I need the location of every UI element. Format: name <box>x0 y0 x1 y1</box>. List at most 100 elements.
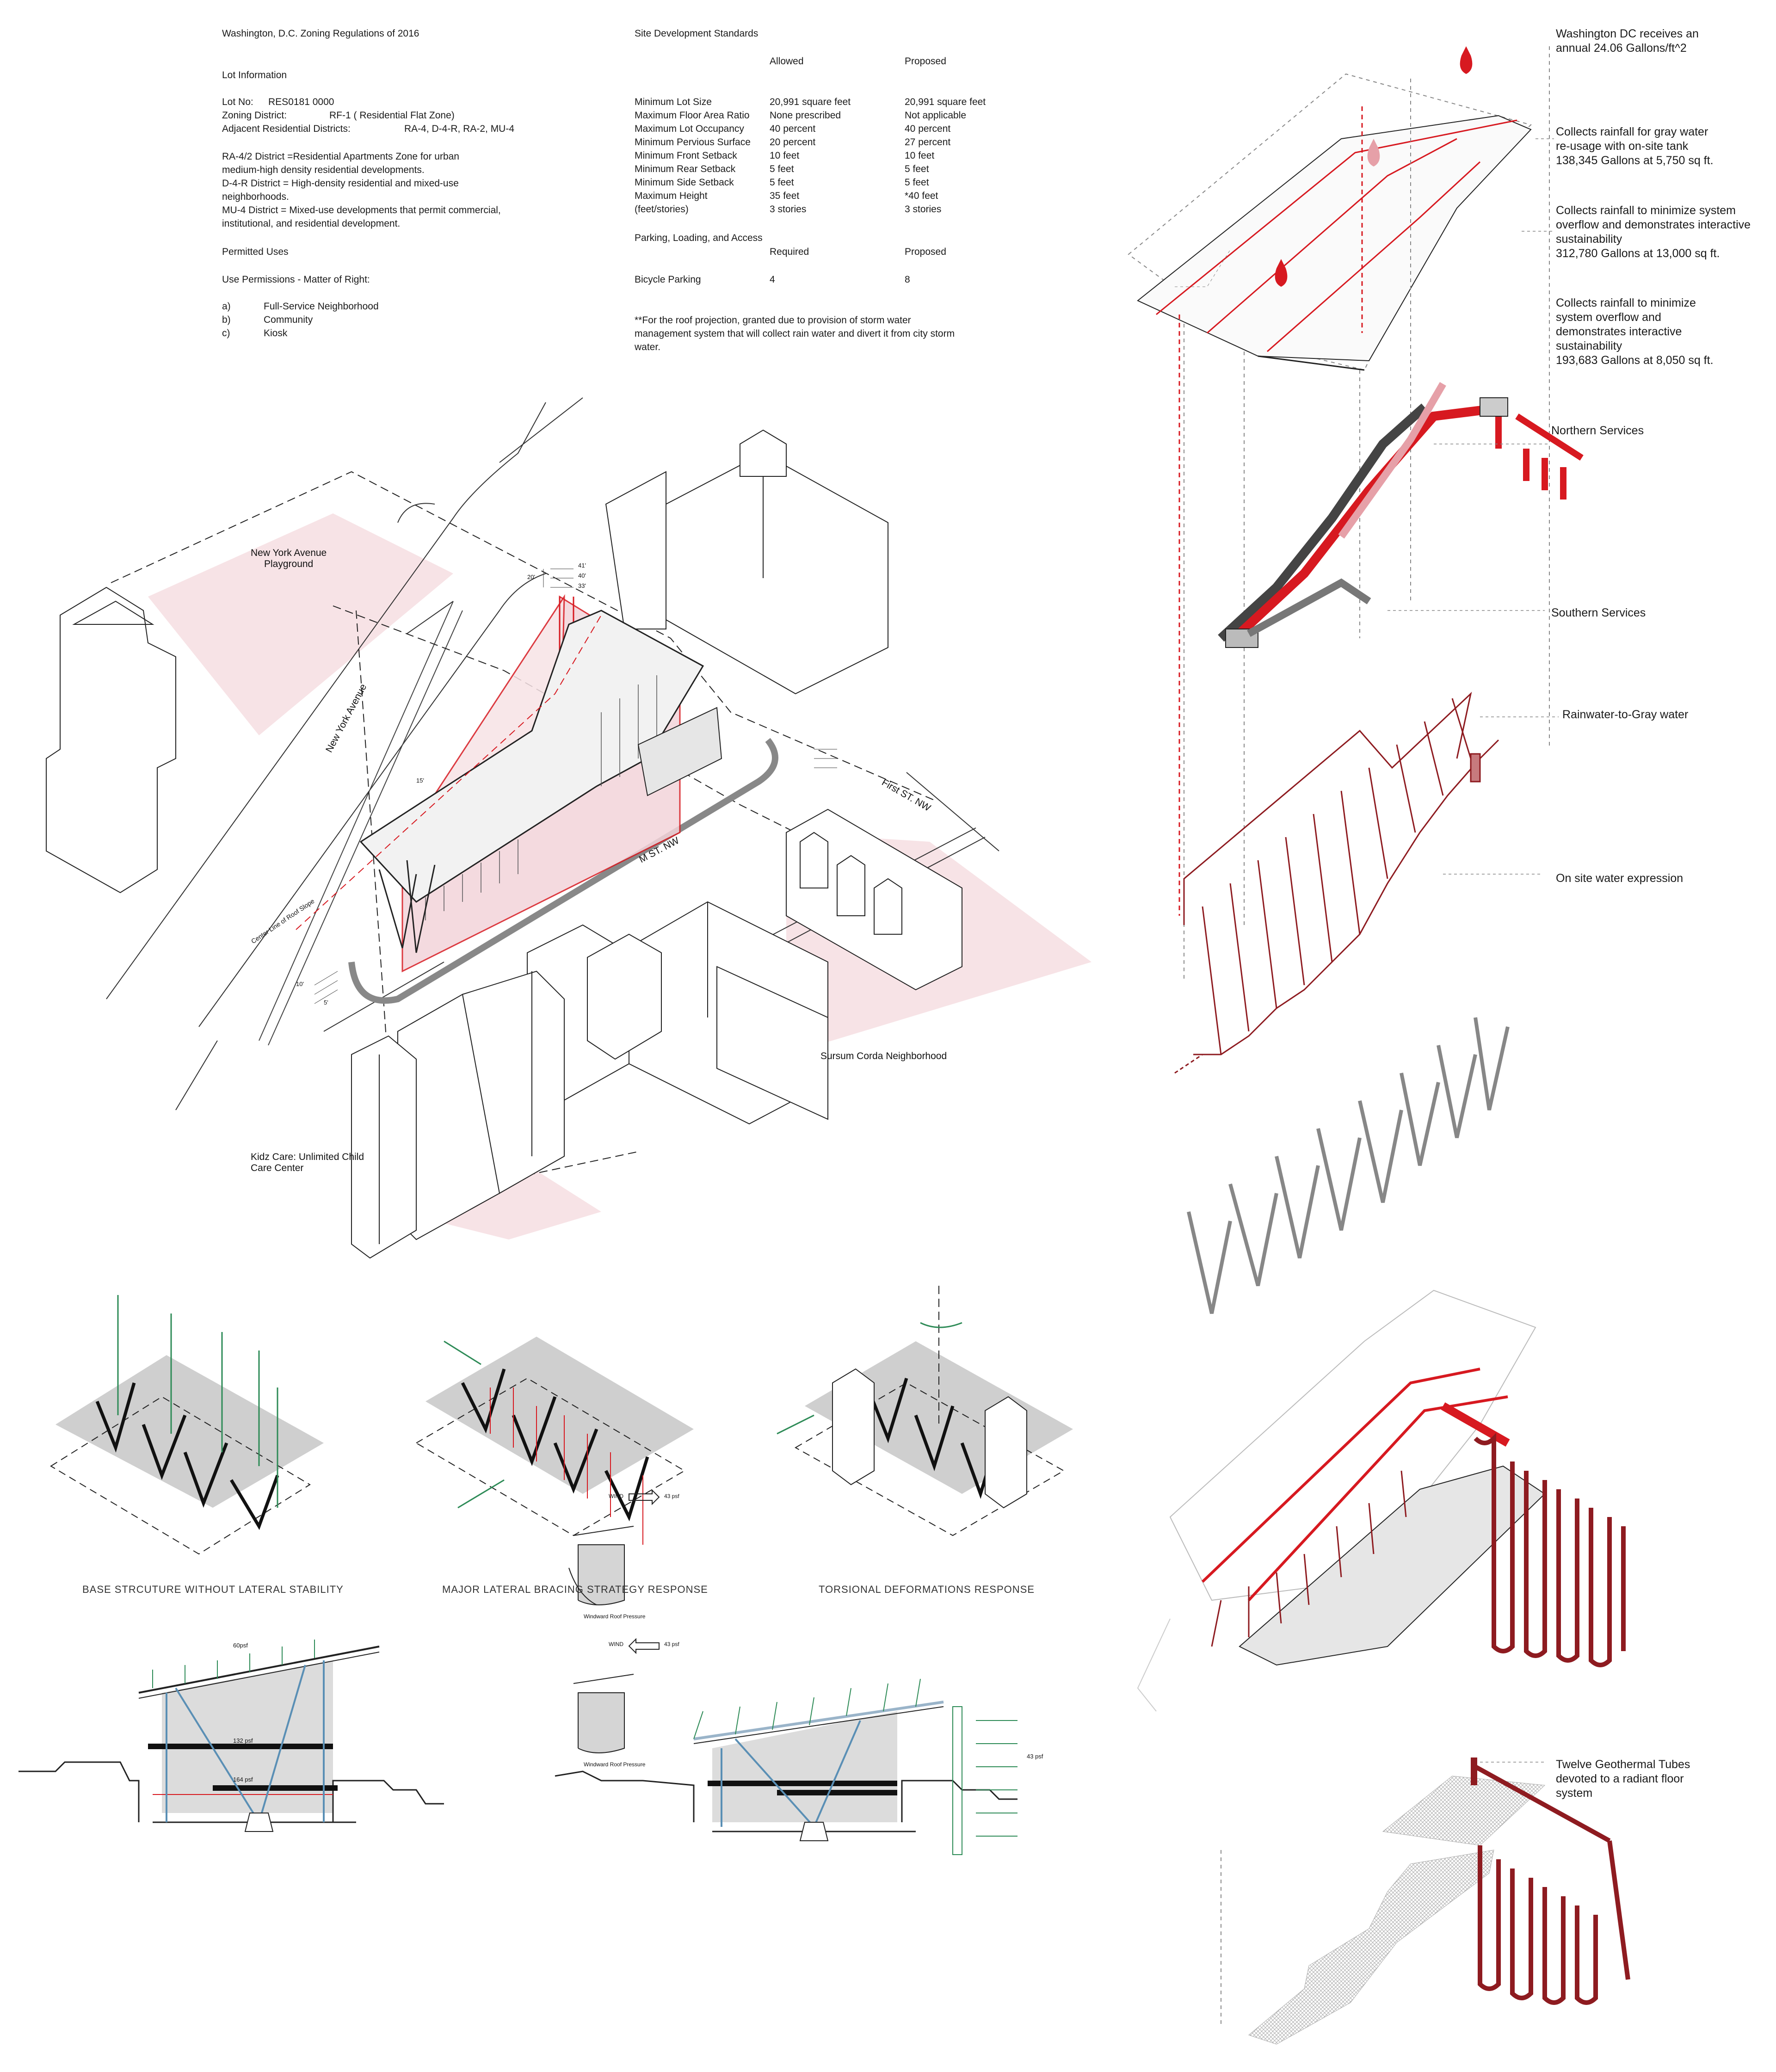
leader-lines <box>1388 138 1559 1763</box>
building <box>72 600 154 625</box>
wind-label: WIND <box>609 1493 623 1499</box>
building <box>740 429 787 477</box>
dim-33: 33' <box>578 582 586 589</box>
annotation-overflow-1: Collects rainfall to minimize system ove… <box>1556 204 1751 260</box>
street-line <box>906 772 999 851</box>
annotation-rainwater-gray: Rainwater-to-Gray water <box>1562 708 1689 721</box>
standards-cell-allowed: 20,991 square feet <box>770 97 851 107</box>
playground-label: New York Avenue Playground <box>251 548 327 569</box>
zoning-district-value: RF-1 ( Residential Flat Zone) <box>329 110 455 121</box>
street-curb <box>499 397 583 463</box>
assembled-layer <box>1137 1289 1626 1712</box>
parking-required: 4 <box>770 274 775 285</box>
standards-cell-proposed: 5 feet <box>905 164 929 174</box>
parking-label: Bicycle Parking <box>635 274 701 285</box>
roof-canopy <box>359 610 704 903</box>
annotation-overflow-2: Collects rainfall to minimize system ove… <box>1556 296 1714 367</box>
caption-base-structure: BASE STRCUTURE WITHOUT LATERAL STABILITY <box>82 1584 344 1595</box>
permitted-uses-heading: Permitted Uses <box>222 247 289 257</box>
street-line <box>323 962 444 1032</box>
dim-20: 20' <box>527 574 535 580</box>
building <box>716 966 828 1120</box>
annotation-onsite-water: On site water expression <box>1556 872 1684 885</box>
standards-cell-proposed: 3 stories <box>905 204 942 215</box>
col-proposed: Proposed <box>905 56 946 67</box>
standards-cell-allowed: 3 stories <box>770 204 807 215</box>
use-permissions: Use Permissions - Matter of Right: <box>222 274 370 285</box>
load-60psf: 60psf <box>233 1642 248 1649</box>
use-item: Full-Service Neighborhood <box>264 301 379 312</box>
wind-diagram-1 <box>568 1489 660 1605</box>
standards-cell-proposed: Not applicable <box>905 110 967 121</box>
building <box>605 471 666 629</box>
building <box>587 933 662 1060</box>
standards-cell-proposed: 5 feet <box>905 177 929 188</box>
standards-cell-allowed: 35 feet <box>770 191 800 201</box>
lot-no-value: RES0181 0000 <box>268 97 334 107</box>
standards-cell-label: Maximum Lot Occupancy <box>635 123 744 134</box>
lot-line <box>111 471 935 801</box>
lot-no-label: Lot No: <box>222 97 253 107</box>
building <box>874 878 902 935</box>
standards-cell-label: Minimum Rear Setback <box>635 164 736 174</box>
dim-41: 41' <box>578 562 586 569</box>
playground-zone <box>148 513 453 735</box>
zoning-district-label: Zoning District: <box>222 110 287 121</box>
standards-cell-proposed: 20,991 square feet <box>905 97 986 107</box>
site-axonometric <box>46 397 1092 1259</box>
section-2 <box>555 1678 1018 1855</box>
building <box>837 855 865 916</box>
building <box>46 586 176 894</box>
standards-cell-proposed: *40 feet <box>905 191 938 201</box>
street-curb <box>106 402 546 999</box>
building <box>800 832 828 888</box>
services-layer <box>1218 382 1584 648</box>
sidewalk <box>348 738 778 1004</box>
use-key-b: b) <box>222 314 231 325</box>
standards-cell-allowed: 40 percent <box>770 123 816 134</box>
load-132psf: 132 psf <box>233 1737 253 1744</box>
col-required: Required <box>770 247 809 257</box>
standards-cell-allowed: 5 feet <box>770 164 794 174</box>
standards-cell-label: Maximum Height <box>635 191 708 201</box>
standards-cell-label: (feet/stories) <box>635 204 689 215</box>
standards-cell-proposed: 40 percent <box>905 123 951 134</box>
rainwater-frame-layer <box>1174 691 1499 1074</box>
use-key-c: c) <box>222 328 230 339</box>
col-allowed: Allowed <box>770 56 804 67</box>
annotation-rainfall: Washington DC receives an annual 24.06 G… <box>1556 27 1699 55</box>
street-line <box>268 610 463 1046</box>
street-curb <box>175 1040 218 1110</box>
standards-cell-proposed: 10 feet <box>905 150 935 161</box>
district-description: RA-4/2 District =Residential Apartments … <box>222 151 501 229</box>
wind-label-2: WIND <box>609 1641 623 1647</box>
columns-layer <box>1187 1017 1510 1314</box>
windward-label-1: Windward Roof Pressure <box>584 1613 646 1620</box>
dim-10: 10' <box>296 980 304 987</box>
building-box <box>637 707 722 796</box>
street-curb <box>397 503 435 523</box>
dim-40: 40' <box>578 572 586 579</box>
geothermal-layer <box>1248 1758 1630 2045</box>
caption-lateral-bracing: MAJOR LATERAL BRACING STRATEGY RESPONSE <box>442 1584 708 1595</box>
use-item: Community <box>264 314 313 325</box>
structure-diagram-bracing <box>415 1337 694 1545</box>
parking-heading: Parking, Loading, and Access <box>635 233 763 243</box>
standards-cell-proposed: 27 percent <box>905 137 951 148</box>
adjacent-label: Adjacent Residential Districts: <box>222 123 351 134</box>
standards-cell-label: Minimum Side Setback <box>635 177 734 188</box>
wind-43psf-2: 43 psf <box>664 1641 679 1647</box>
standards-cell-allowed: None prescribed <box>770 110 841 121</box>
col-proposed-2: Proposed <box>905 247 946 257</box>
wind-diagram-2 <box>573 1638 660 1753</box>
standards-title: Site Development Standards <box>635 28 758 39</box>
standards-cell-allowed: 5 feet <box>770 177 794 188</box>
annotation-geothermal: Twelve Geothermal Tubes devoted to a rad… <box>1556 1758 1690 1800</box>
standards-cell-allowed: 20 percent <box>770 137 816 148</box>
load-164psf: 164 psf <box>233 1776 253 1783</box>
standards-cell-label: Maximum Floor Area Ratio <box>635 110 750 121</box>
parking-proposed: 8 <box>905 274 910 285</box>
lot-info-heading: Lot Information <box>222 70 287 80</box>
wind-43psf: 43 psf <box>664 1493 679 1499</box>
street-line <box>259 601 454 1041</box>
